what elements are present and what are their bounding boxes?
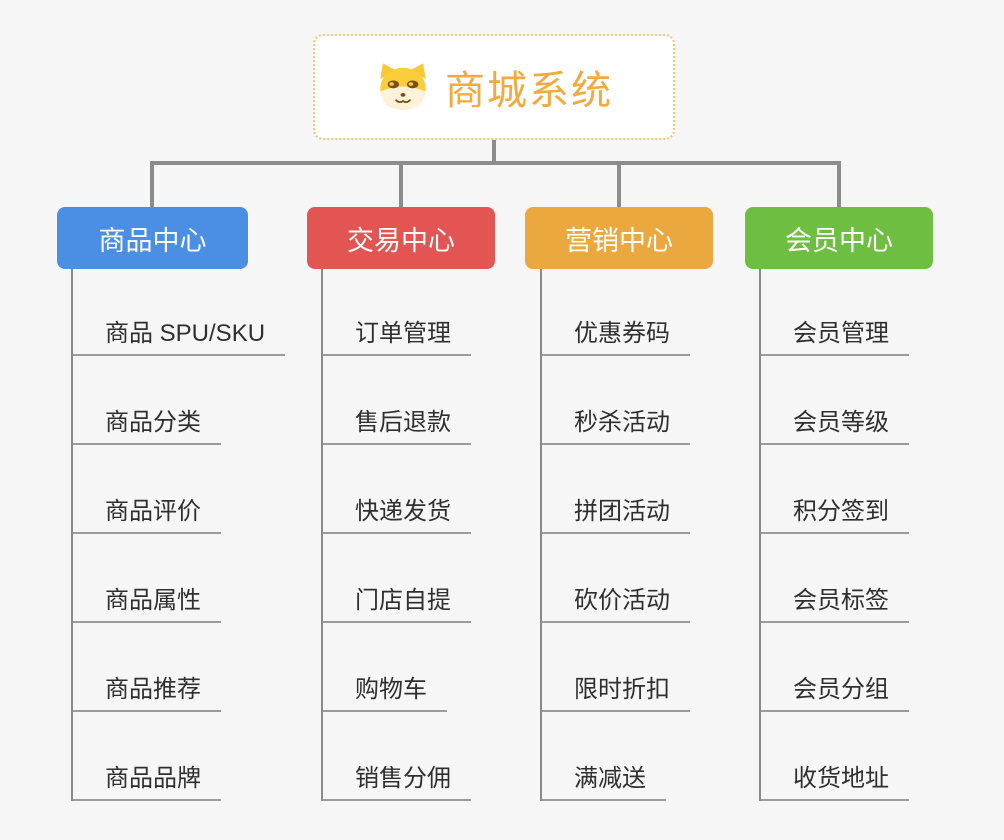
connector-drop bbox=[150, 161, 154, 209]
branch-label: 营销中心 bbox=[565, 225, 673, 256]
leaf-item[interactable]: 会员分组 bbox=[761, 669, 909, 712]
leaf-item[interactable]: 会员标签 bbox=[761, 580, 909, 623]
leaf-row: 商品属性 bbox=[73, 534, 311, 623]
leaf-item[interactable]: 商品 SPU/SKU bbox=[73, 313, 286, 356]
leaf-row: 限时折扣 bbox=[542, 623, 780, 712]
leaf-item[interactable]: 销售分佣 bbox=[323, 758, 471, 801]
connector-drop bbox=[617, 161, 621, 209]
leaf-row: 售后退款 bbox=[323, 356, 561, 445]
leaf-item[interactable]: 会员等级 bbox=[761, 402, 909, 445]
leaf-item[interactable]: 商品属性 bbox=[73, 580, 221, 623]
leaf-item[interactable]: 商品品牌 bbox=[73, 758, 221, 801]
leaf-row: 商品分类 bbox=[73, 356, 311, 445]
leaf-row: 商品评价 bbox=[73, 445, 311, 534]
leaf-row: 购物车 bbox=[323, 623, 561, 712]
leaf-item[interactable]: 收货地址 bbox=[761, 758, 909, 801]
leaf-item[interactable]: 门店自提 bbox=[323, 580, 471, 623]
leaf-item[interactable]: 优惠券码 bbox=[542, 313, 690, 356]
branch-node-member-center[interactable]: 会员中心 bbox=[745, 207, 933, 269]
leaf-row: 门店自提 bbox=[323, 534, 561, 623]
leaf-row: 快递发货 bbox=[323, 445, 561, 534]
root-node[interactable]: 商城系统 bbox=[313, 34, 675, 140]
branch-label: 会员中心 bbox=[785, 225, 893, 256]
leaf-row: 满减送 bbox=[542, 712, 780, 801]
leaf-item[interactable]: 会员管理 bbox=[761, 313, 909, 356]
leaf-item[interactable]: 商品推荐 bbox=[73, 669, 221, 712]
connector-drop bbox=[837, 161, 841, 209]
leaf-row: 销售分佣 bbox=[323, 712, 561, 801]
branch-column-marketing: 优惠券码 秒杀活动 拼团活动 砍价活动 限时折扣 满减送 bbox=[540, 267, 780, 801]
connector-horizontal bbox=[150, 161, 841, 165]
branch-column-member: 会员管理 会员等级 积分签到 会员标签 会员分组 收货地址 bbox=[759, 267, 999, 801]
leaf-row: 商品推荐 bbox=[73, 623, 311, 712]
leaf-row: 商品 SPU/SKU bbox=[73, 267, 311, 356]
leaf-item[interactable]: 商品分类 bbox=[73, 402, 221, 445]
branch-node-trade-center[interactable]: 交易中心 bbox=[307, 207, 495, 269]
leaf-row: 订单管理 bbox=[323, 267, 561, 356]
leaf-row: 收货地址 bbox=[761, 712, 999, 801]
leaf-row: 优惠券码 bbox=[542, 267, 780, 356]
leaf-row: 积分签到 bbox=[761, 445, 999, 534]
leaf-item[interactable]: 订单管理 bbox=[323, 313, 471, 356]
leaf-item[interactable]: 拼团活动 bbox=[542, 491, 690, 534]
leaf-row: 秒杀活动 bbox=[542, 356, 780, 445]
leaf-item[interactable]: 商品评价 bbox=[73, 491, 221, 534]
leaf-item[interactable]: 售后退款 bbox=[323, 402, 471, 445]
branch-label: 商品中心 bbox=[98, 225, 207, 256]
leaf-row: 会员管理 bbox=[761, 267, 999, 356]
branch-node-product-center[interactable]: 商品中心 bbox=[57, 207, 248, 269]
leaf-item[interactable]: 限时折扣 bbox=[542, 669, 690, 712]
connector-drop bbox=[399, 161, 403, 209]
root-title: 商城系统 bbox=[445, 69, 613, 113]
doge-icon bbox=[375, 62, 431, 112]
leaf-item[interactable]: 砍价活动 bbox=[542, 580, 690, 623]
leaf-row: 砍价活动 bbox=[542, 534, 780, 623]
leaf-item[interactable]: 快递发货 bbox=[323, 491, 471, 534]
branch-label: 交易中心 bbox=[347, 225, 455, 256]
branch-node-marketing-center[interactable]: 营销中心 bbox=[525, 207, 713, 269]
leaf-item[interactable]: 满减送 bbox=[542, 758, 666, 801]
leaf-item[interactable]: 积分签到 bbox=[761, 491, 909, 534]
branch-column-trade: 订单管理 售后退款 快递发货 门店自提 购物车 销售分佣 bbox=[321, 267, 561, 801]
leaf-row: 会员标签 bbox=[761, 534, 999, 623]
branch-column-product: 商品 SPU/SKU 商品分类 商品评价 商品属性 商品推荐 商品品牌 bbox=[71, 267, 311, 801]
leaf-row: 会员等级 bbox=[761, 356, 999, 445]
leaf-row: 拼团活动 bbox=[542, 445, 780, 534]
leaf-row: 商品品牌 bbox=[73, 712, 311, 801]
connector-root-stem bbox=[492, 140, 496, 163]
leaf-item[interactable]: 购物车 bbox=[323, 669, 447, 712]
leaf-row: 会员分组 bbox=[761, 623, 999, 712]
leaf-item[interactable]: 秒杀活动 bbox=[542, 402, 690, 445]
